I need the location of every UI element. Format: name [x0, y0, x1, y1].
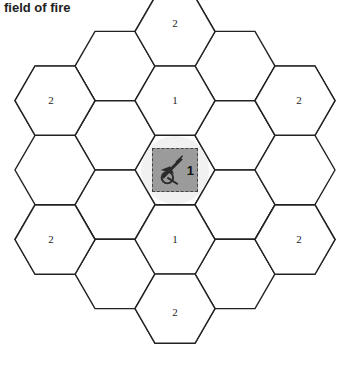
hex-cell — [255, 66, 335, 135]
hex-cell: 2 — [135, 274, 215, 343]
diagram-title: field of fire — [2, 0, 72, 15]
unit-strength: 1 — [187, 164, 194, 177]
hex-cell — [15, 66, 95, 135]
hex-cell: 2 — [135, 0, 215, 66]
range-number: 1 — [172, 234, 178, 245]
hex-outline — [15, 66, 95, 135]
hex-cell — [255, 135, 335, 204]
hex-cell: 1 — [135, 205, 215, 274]
range-number: 2 — [48, 95, 54, 106]
hex-cell: 2 — [255, 66, 335, 135]
hex-outline — [255, 205, 335, 274]
hex-cell — [15, 135, 95, 204]
hex-cell: 2 — [15, 66, 95, 135]
range-number: 2 — [296, 95, 302, 106]
hex-outline — [135, 0, 215, 66]
range-number: 2 — [172, 18, 178, 29]
range-number: 2 — [296, 234, 302, 245]
range-number: 2 — [172, 307, 178, 318]
hex-outline — [255, 66, 335, 135]
unit-counter: 1 — [152, 148, 198, 192]
hex-cell — [15, 205, 95, 274]
hex-cell: 2 — [255, 205, 335, 274]
print-shading — [141, 136, 209, 204]
hex-outline — [15, 205, 95, 274]
hex-cell — [255, 205, 335, 274]
range-number: 2 — [48, 234, 54, 245]
range-number: 1 — [172, 95, 178, 106]
hex-cell: 1 — [135, 66, 215, 135]
hex-cell: 2 — [15, 205, 95, 274]
